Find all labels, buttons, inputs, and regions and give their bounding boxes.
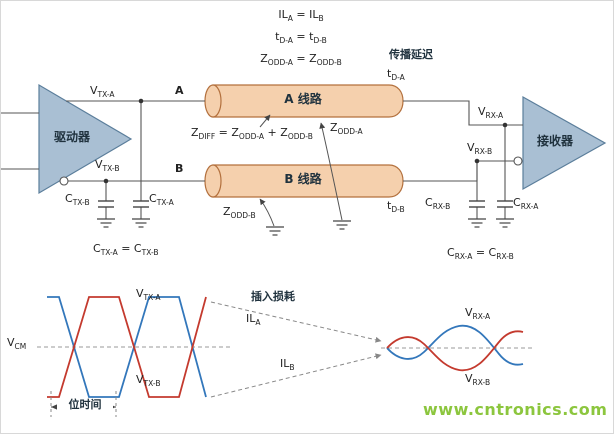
wf-vtxb-label: VTX-B — [136, 373, 161, 389]
line-b-name: B 线路 — [284, 172, 322, 186]
tx-capacitors — [96, 200, 151, 228]
line-a-name: A 线路 — [284, 92, 322, 106]
ctxa-label: CTX-A — [149, 192, 174, 208]
zoddb-label: ZODD-B — [223, 205, 256, 221]
line-b-label: B — [175, 162, 184, 175]
ground-icon — [96, 218, 116, 228]
vrxa-trace — [386, 324, 524, 366]
vcm-label: VCM — [7, 336, 27, 352]
receiver-triangle — [522, 95, 607, 191]
wf-vrxa-label: VRX-A — [465, 306, 491, 322]
vrxb-trace — [386, 330, 524, 372]
vtxa-label: VTX-A — [90, 84, 115, 100]
bit-time-label: 位时间 — [57, 398, 113, 412]
vtxa-trace — [47, 296, 207, 398]
impedance-pointers — [259, 114, 343, 227]
crxb-capacitor-icon — [468, 200, 486, 208]
ground-icon — [467, 218, 487, 228]
ila-label: ILA — [246, 312, 261, 328]
receiver-inverting-bubble-icon — [513, 156, 523, 166]
ground-icon — [131, 218, 151, 228]
tda-label: tD-A — [387, 67, 405, 83]
wf-vrxb-label: VRX-B — [465, 372, 491, 388]
vtxb-label: VTX-B — [95, 158, 120, 174]
vrxa-label: VRX-A — [478, 105, 504, 121]
eq-odd-impedance: ZODD-A = ZODD-B — [260, 52, 342, 68]
ctx-equation: CTX-A = CTX-B — [93, 242, 159, 258]
tx-waveform — [37, 296, 233, 398]
eq-propagation-delay: tD-A = tD-B — [275, 30, 327, 46]
crxb-label: CRX-B — [425, 196, 451, 212]
wf-vtxa-label: VTX-A — [136, 287, 161, 303]
circuit-wires — [1, 100, 523, 219]
driver-triangle — [38, 83, 133, 195]
vrxb-label: VRX-B — [467, 141, 493, 157]
driver-label: 驱动器 — [53, 130, 90, 144]
ilb-label: ILB — [280, 357, 295, 373]
crxa-capacitor-icon — [496, 200, 514, 208]
line-a-label: A — [175, 84, 184, 97]
receiver-label: 接收器 — [536, 134, 573, 148]
ctxb-capacitor-icon — [97, 200, 115, 208]
ctxa-capacitor-icon — [132, 200, 150, 208]
junction-dots — [103, 98, 508, 184]
eq-insertion-loss: ILA = ILB — [278, 8, 324, 24]
insertion-loss-label: 插入损耗 — [251, 290, 295, 303]
zodda-label: ZODD-A — [330, 121, 363, 137]
ground-icon — [495, 218, 515, 228]
driver-inverting-bubble-icon — [59, 176, 69, 186]
watermark: www.cntronics.com — [423, 400, 608, 419]
crxa-label: CRX-A — [513, 196, 539, 212]
ctxb-label: CTX-B — [65, 192, 90, 208]
rx-waveform — [381, 324, 533, 372]
rx-capacitors — [467, 200, 515, 228]
tdb-label: tD-B — [387, 199, 405, 215]
ground-icon — [265, 226, 285, 236]
zdiff-equation: ZDIFF = ZODD-A + ZODD-B — [191, 126, 313, 142]
crx-equation: CRX-A = CRX-B — [447, 246, 514, 262]
ground-icon — [332, 220, 352, 230]
transmission-line-b-cylinder — [204, 164, 404, 198]
vtxb-trace — [47, 296, 207, 398]
propagation-delay-label: 传播延迟 — [389, 48, 433, 61]
insertion-loss-arrows — [210, 301, 382, 398]
